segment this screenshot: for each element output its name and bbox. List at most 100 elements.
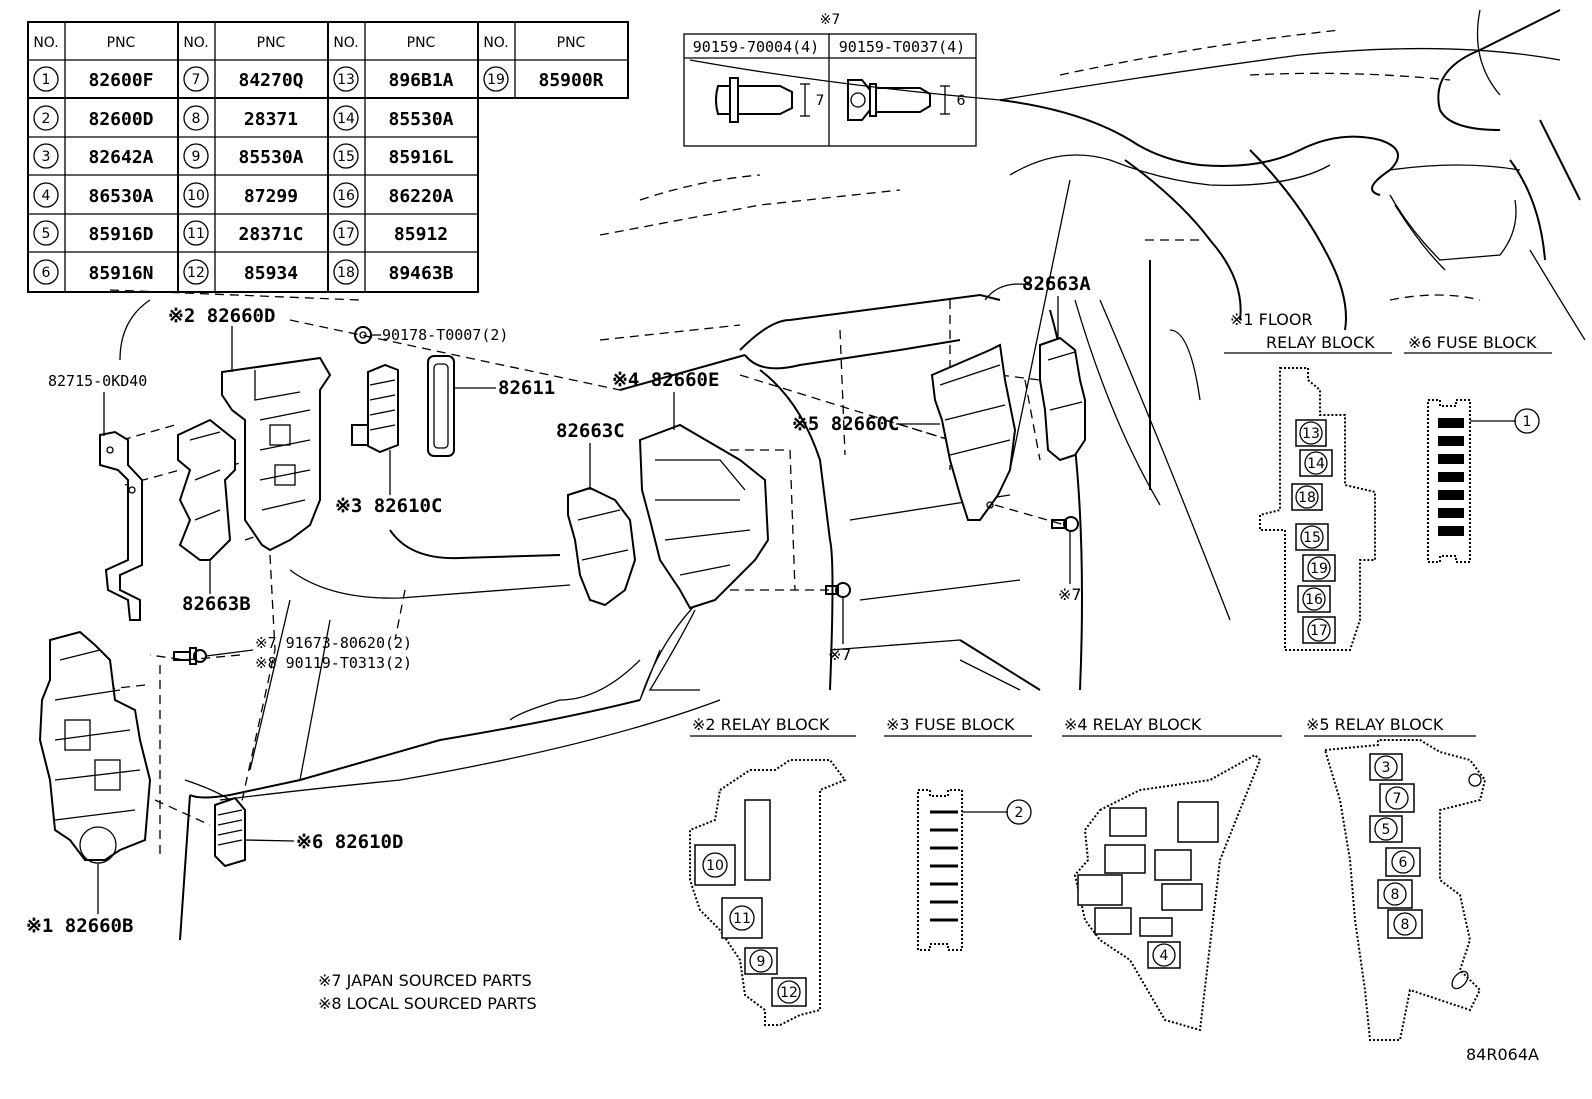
label-82663C: 82663C <box>556 420 625 442</box>
section-title: ※4 RELAY BLOCK <box>1064 715 1202 734</box>
item-number: 5 <box>42 226 51 242</box>
table-header-pnc: PNC <box>407 35 436 51</box>
pnc-value: 28371 <box>244 109 298 130</box>
callout-number: 1 <box>1523 414 1532 430</box>
screw-icon <box>715 77 810 123</box>
bolt-icon <box>847 79 950 121</box>
fastener-box: ※7 90159-70004(4) 90159-T0037(4) 7 6 <box>683 12 977 147</box>
table-row: 15 85916L <box>333 143 454 169</box>
pnc-value: 89463B <box>388 263 453 284</box>
item-number: 3 <box>42 149 51 165</box>
callout-number: 13 <box>1302 426 1320 442</box>
item-number: 17 <box>337 226 355 242</box>
pnc-value: 85916N <box>88 263 153 284</box>
label-82611: 82611 <box>498 377 555 399</box>
label-90178: 90178-T0007(2) <box>382 326 508 344</box>
table-row: 12 85934 <box>183 259 298 285</box>
pnc-value: 85530A <box>388 109 453 130</box>
fastener-right-dim: 6 <box>957 93 966 109</box>
item-number: 9 <box>192 149 201 165</box>
item-number: 8 <box>192 111 201 127</box>
relay-block-82660D <box>221 356 332 552</box>
bracket-82663B <box>177 418 236 561</box>
item-number: 2 <box>42 111 51 127</box>
bracket-82663C <box>567 486 637 607</box>
item-number: 19 <box>487 72 505 88</box>
table-row: 3 82642A <box>33 143 154 169</box>
table-row: 17 85912 <box>333 220 448 246</box>
label-82663A: 82663A <box>1022 273 1091 295</box>
callout-number: 14 <box>1307 456 1325 472</box>
floor-relay-block-detail: ※1 FLOOR RELAY BLOCK 13 14 18 15 19 16 1… <box>1224 310 1392 651</box>
screw-icon <box>1051 516 1079 532</box>
callout-number: 15 <box>1303 530 1321 546</box>
item-number: 10 <box>187 188 205 204</box>
callout-number: 8 <box>1391 887 1400 903</box>
pnc-value: 85916L <box>388 147 453 168</box>
table-row: 1 82600F <box>33 66 154 92</box>
item-number: 16 <box>337 188 355 204</box>
pnc-value: 85530A <box>238 147 303 168</box>
pnc-value: 82600F <box>88 70 153 91</box>
fuse-block-82610C <box>351 363 399 454</box>
label-82663B: 82663B <box>182 593 251 615</box>
label-82660E: ※4 82660E <box>612 369 719 391</box>
callout-number: 11 <box>733 911 751 927</box>
pnc-value: 85912 <box>394 224 448 245</box>
callout-number: 16 <box>1305 592 1323 608</box>
callout-number: 7 <box>1393 791 1402 807</box>
section-title: RELAY BLOCK <box>1266 333 1375 352</box>
item-number: 15 <box>337 149 355 165</box>
section-title: ※1 FLOOR <box>1230 310 1313 329</box>
cover-82611 <box>427 355 455 457</box>
table-row: 11 28371C <box>183 220 304 246</box>
pnc-value: 896B1A <box>388 70 453 91</box>
item-number: 12 <box>187 265 205 281</box>
callout-number: 18 <box>1298 490 1316 506</box>
callout-number: 10 <box>706 858 724 874</box>
table-row: 13 896B1A <box>333 66 454 92</box>
callout-number: 2 <box>1015 805 1024 821</box>
pnc-value: 84270Q <box>238 70 303 91</box>
item-number: 1 <box>42 72 51 88</box>
item-number: 13 <box>337 72 355 88</box>
fastener-left-dim: 7 <box>816 93 825 109</box>
callout-number: 5 <box>1382 822 1391 838</box>
label-91673: ※7 91673-80620(2) <box>255 634 412 652</box>
bracket-82715 <box>99 430 143 621</box>
relay-block-82660E <box>638 423 770 610</box>
table-row: 9 85530A <box>183 143 304 169</box>
label-82610C: ※3 82610C <box>335 495 442 517</box>
pnc-value: 85916D <box>88 224 153 245</box>
relay-block-82660B <box>38 630 152 864</box>
section-title: ※6 FUSE BLOCK <box>1408 333 1537 352</box>
pnc-value: 82642A <box>88 147 153 168</box>
label-82660C: ※5 82660C <box>792 413 899 435</box>
table-row: 2 82600D <box>33 105 154 131</box>
pnc-value: 28371C <box>238 224 303 245</box>
item-number: 14 <box>337 111 355 127</box>
table-row: 18 89463B <box>333 259 454 285</box>
callout-number: 9 <box>757 954 766 970</box>
item-number: 4 <box>42 188 51 204</box>
diagram-code: 84R064A <box>1466 1045 1539 1064</box>
relay-block-4-detail: ※4 RELAY BLOCK 4 <box>1062 715 1282 1032</box>
label-90119: ※8 90119-T0313(2) <box>255 654 412 672</box>
fuse-block-3-detail: ※3 FUSE BLOCK 2 <box>884 715 1032 951</box>
section-title: ※2 RELAY BLOCK <box>692 715 830 734</box>
table-header-no: NO. <box>483 35 508 51</box>
notes: ※7 JAPAN SOURCED PARTS ※8 LOCAL SOURCED … <box>318 971 537 1013</box>
bracket-82663A <box>1039 336 1086 462</box>
fuse-block-82610D <box>214 796 246 868</box>
callout-number: 6 <box>1399 855 1408 871</box>
callout-number: 8 <box>1401 917 1410 933</box>
table-row: 16 86220A <box>333 182 454 208</box>
callout-number: 12 <box>780 985 798 1001</box>
label-82610D: ※6 82610D <box>296 831 403 853</box>
fastener-right-part: 90159-T0037(4) <box>839 38 965 56</box>
callout-number: 19 <box>1310 561 1328 577</box>
table-header-no: NO. <box>33 35 58 51</box>
callout-number: 4 <box>1160 948 1169 964</box>
table-header-no: NO. <box>333 35 358 51</box>
label-mark7: ※7 <box>1058 585 1082 604</box>
